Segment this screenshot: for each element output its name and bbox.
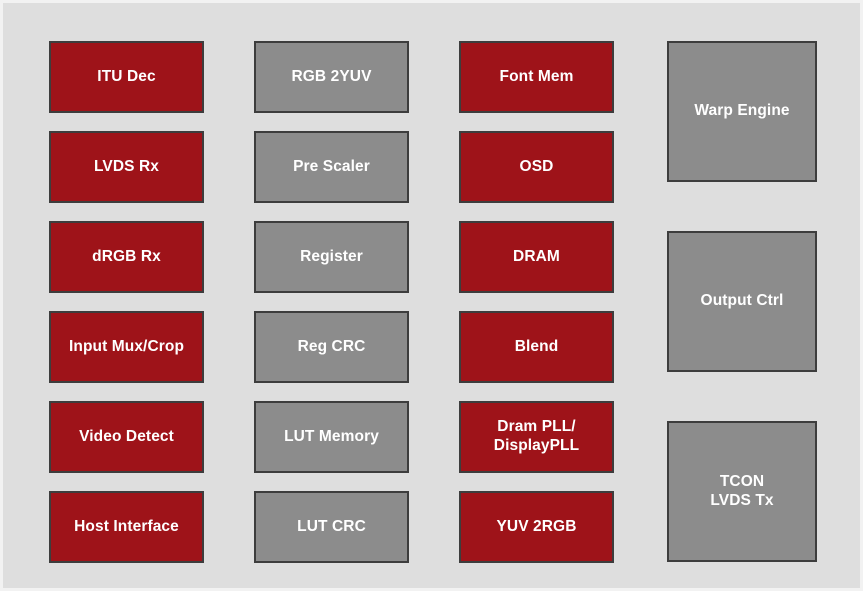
diagram-block[interactable]: dRGB Rx	[49, 221, 204, 293]
diagram-block[interactable]: Host Interface	[49, 491, 204, 563]
diagram-block-label: RGB 2YUV	[291, 67, 372, 85]
diagram-block[interactable]: Blend	[459, 311, 614, 383]
diagram-block-label: TCON LVDS Tx	[710, 472, 774, 509]
diagram-block[interactable]: Register	[254, 221, 409, 293]
diagram-block-label: YUV 2RGB	[496, 517, 577, 535]
diagram-block-label: Pre Scaler	[293, 157, 370, 175]
diagram-block-label: LUT CRC	[297, 517, 366, 535]
diagram-block-label: Reg CRC	[297, 337, 366, 355]
diagram-block[interactable]: TCON LVDS Tx	[667, 421, 817, 562]
diagram-block-label: OSD	[519, 157, 554, 175]
diagram-block-label: Blend	[514, 337, 559, 355]
diagram-block-label: ITU Dec	[97, 67, 156, 85]
diagram-block-label: LVDS Rx	[93, 157, 159, 175]
diagram-block-label: Video Detect	[79, 427, 174, 445]
diagram-block[interactable]: DRAM	[459, 221, 614, 293]
diagram-block[interactable]: OSD	[459, 131, 614, 203]
diagram-block-label: Register	[300, 247, 363, 265]
diagram-block[interactable]: RGB 2YUV	[254, 41, 409, 113]
diagram-block[interactable]: Pre Scaler	[254, 131, 409, 203]
diagram-block[interactable]: Input Mux/Crop	[49, 311, 204, 383]
diagram-block[interactable]: Video Detect	[49, 401, 204, 473]
diagram-block[interactable]: YUV 2RGB	[459, 491, 614, 563]
diagram-block-label: Dram PLL/ DisplayPLL	[493, 418, 580, 454]
diagram-block[interactable]: Dram PLL/ DisplayPLL	[459, 401, 614, 473]
diagram-block-label: Output Ctrl	[700, 292, 784, 310]
diagram-block[interactable]: LUT Memory	[254, 401, 409, 473]
diagram-block-label: Warp Engine	[694, 102, 790, 120]
diagram-block[interactable]: Output Ctrl	[667, 231, 817, 372]
diagram-block[interactable]: Reg CRC	[254, 311, 409, 383]
diagram-block[interactable]: LVDS Rx	[49, 131, 204, 203]
diagram-block-label: dRGB Rx	[92, 247, 161, 265]
diagram-block[interactable]: Font Mem	[459, 41, 614, 113]
diagram-block-label: Input Mux/Crop	[68, 337, 185, 355]
diagram-block[interactable]: Warp Engine	[667, 41, 817, 182]
diagram-block-label: Font Mem	[499, 67, 574, 85]
diagram-block-label: DRAM	[513, 247, 560, 265]
diagram-block-label: LUT Memory	[284, 427, 379, 445]
diagram-block-label: Host Interface	[74, 517, 179, 535]
diagram-block[interactable]: LUT CRC	[254, 491, 409, 563]
diagram-block[interactable]: ITU Dec	[49, 41, 204, 113]
